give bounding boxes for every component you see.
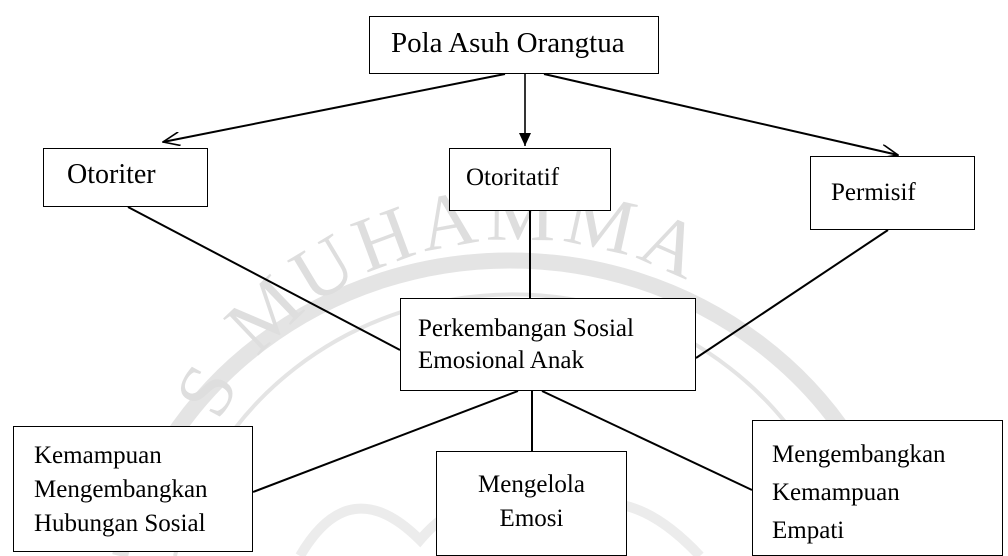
- node-label-line: Perkembangan Sosial: [418, 315, 634, 342]
- line-otoriter-center: [127, 206, 401, 351]
- line-center-empati: [541, 390, 753, 491]
- node-label-line: Kemampuan: [772, 479, 900, 506]
- arrow-to-permisif: [543, 73, 898, 155]
- node-label-line: Emosi: [499, 505, 564, 532]
- node-label: Pola Asuh Orangtua: [391, 27, 625, 59]
- node-label: Permisif: [831, 179, 916, 206]
- line-permisif-center: [695, 229, 889, 359]
- node-mengelola-emosi: Mengelola Emosi: [436, 451, 627, 556]
- node-label-line: Hubungan Sosial: [34, 510, 206, 537]
- node-otoritatif: Otoritatif: [449, 148, 611, 211]
- node-perkembangan: Perkembangan Sosial Emosional Anak: [400, 298, 696, 391]
- node-label-line: Mengelola: [478, 471, 585, 498]
- node-label-line: Emosional Anak: [418, 347, 584, 374]
- node-empati: Mengembangkan Kemampuan Empati: [752, 420, 1003, 556]
- node-pola-asuh: Pola Asuh Orangtua: [369, 16, 659, 74]
- node-label-line: Empati: [772, 517, 845, 544]
- node-hubungan-sosial: Kemampuan Mengembangkan Hubungan Sosial: [13, 426, 253, 552]
- node-otoriter: Otoriter: [43, 148, 208, 207]
- node-label: Otoriter: [67, 159, 156, 190]
- node-permisif: Permisif: [810, 156, 975, 230]
- line-center-hubungan: [252, 390, 519, 493]
- node-label: Otoritatif: [466, 164, 560, 191]
- arrow-to-otoriter: [163, 73, 506, 142]
- node-label-line: Mengembangkan: [34, 476, 208, 503]
- node-label-line: Kemampuan: [34, 442, 162, 469]
- node-label-line: Mengembangkan: [772, 441, 946, 468]
